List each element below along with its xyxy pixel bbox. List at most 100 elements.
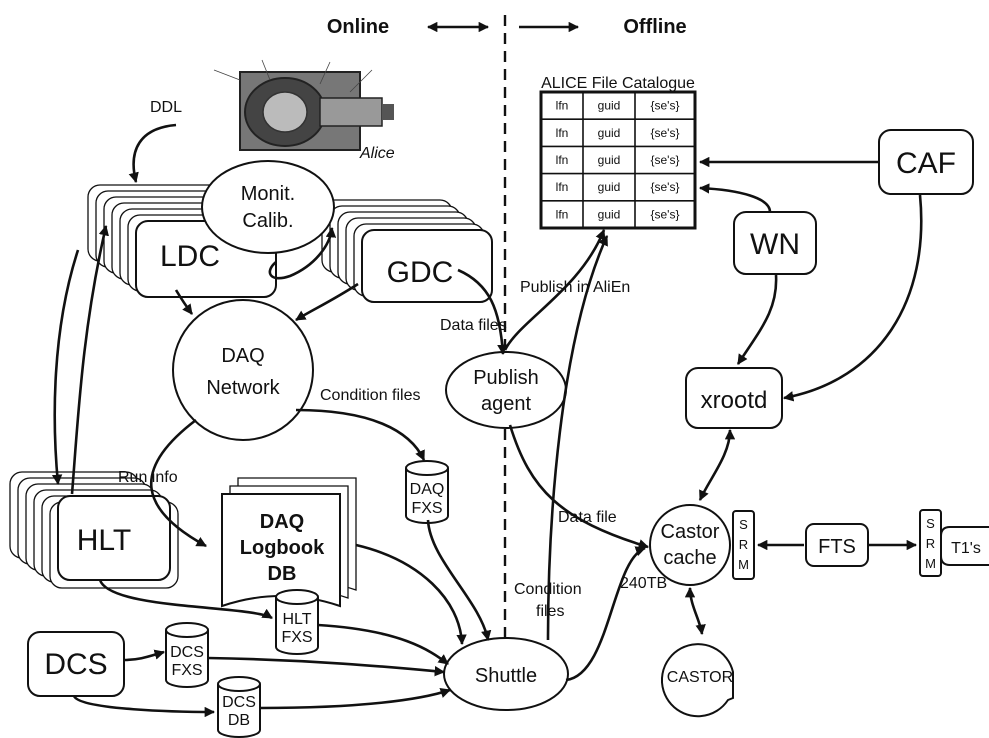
alice-logo-text: Alice — [359, 145, 395, 162]
online-label: Online — [327, 16, 389, 38]
ddl-label: DDL — [150, 99, 182, 116]
daq-network-line1: DAQ — [221, 345, 264, 367]
srm-box-left — [732, 510, 755, 580]
daq-logbook-line2: Logbook — [240, 537, 325, 559]
hlt-label: HLT — [77, 524, 131, 557]
edge-xrootd-castor-cache — [698, 428, 736, 501]
edge-castor-cache-castor — [684, 586, 706, 636]
gdc-stack — [321, 199, 493, 303]
catalogue-cell: lfn — [556, 207, 569, 221]
catalogue-cell: guid — [598, 126, 621, 140]
dcs-fxs-line1: DCS — [170, 644, 204, 661]
condition-files-2-line1: Condition — [514, 581, 582, 598]
xrootd-label: xrootd — [701, 387, 768, 414]
wn-node — [733, 211, 817, 275]
run-info-label: Run info — [118, 469, 178, 486]
srm-left-s: S — [739, 517, 748, 532]
edge-detector-ldc — [128, 123, 177, 184]
daq-logbook-db-stack — [221, 477, 357, 608]
publish-in-alien-label: Publish in AliEn — [520, 279, 630, 296]
dcs-label: DCS — [44, 648, 107, 681]
alice-file-catalogue: lfn guid {se's} lfn guid {se's} lfn guid {se's} l… — [539, 90, 697, 230]
t1-node — [940, 526, 989, 566]
edge-dcs-dcsdb — [72, 695, 216, 718]
ldc-label: LDC — [160, 240, 220, 273]
hlt-fxs-cylinder — [275, 589, 319, 655]
calib-label-text: Calib. — [242, 210, 293, 232]
hlt-stack — [9, 471, 179, 589]
castor-label: CASTOR — [667, 669, 733, 686]
catalogue-cell: guid — [598, 153, 621, 167]
data-files-label: Data files — [440, 317, 507, 334]
edge-daq-network-daqfxs — [295, 408, 426, 461]
gdc-label: GDC — [387, 256, 454, 289]
srm-right-s: S — [926, 516, 935, 531]
edge-ldc-daq-network — [174, 289, 194, 315]
edge-ldc-hlt — [51, 249, 80, 486]
monit-label: Monit. — [241, 183, 295, 205]
edge-shuttle-catalogue — [546, 235, 609, 641]
edge-logbook-shuttle — [355, 543, 467, 646]
edge-wn-xrootd — [736, 274, 778, 365]
catalogue-cell: {se's} — [651, 99, 680, 113]
catalogue-cell: {se's} — [651, 207, 680, 221]
castor-cache-line1: Castor — [661, 521, 720, 543]
dcs-fxs-cylinder — [165, 622, 209, 688]
srm-right-m: M — [925, 556, 936, 571]
fts-label: FTS — [818, 536, 856, 558]
publish-line2: agent — [481, 393, 531, 415]
condition-files-label: Condition files — [320, 387, 421, 404]
catalogue-cell: {se's} — [651, 126, 680, 140]
xrootd-node — [685, 367, 783, 429]
daq-logbook-line3: DB — [268, 563, 297, 585]
wn-label: WN — [750, 228, 800, 261]
srm-left-r: R — [739, 537, 748, 552]
edge-dcsfxs-shuttle — [207, 656, 446, 677]
condition-files-2-line2: files — [536, 603, 564, 620]
t1-label: T1's — [951, 540, 981, 557]
catalogue-cell: guid — [598, 99, 621, 113]
catalogue-cell: guid — [598, 180, 621, 194]
caf-label: CAF — [896, 147, 956, 180]
castor-cache-line2: cache — [663, 547, 716, 569]
catalogue-cell: guid — [598, 207, 621, 221]
edge-shuttle-castor-cache — [565, 546, 646, 682]
edge-wn-catalogue — [698, 183, 772, 213]
daq-fxs-cylinder — [405, 460, 449, 524]
dcs-fxs-line2: FXS — [171, 662, 202, 679]
daq-logbook-line1: DAQ — [260, 511, 304, 533]
daq-network-line2: Network — [206, 377, 280, 399]
catalogue-cell: lfn — [556, 180, 569, 194]
edge-gdc-publish — [457, 268, 508, 356]
edge-monit-gdc — [268, 226, 337, 280]
catalogue-cell: {se's} — [651, 180, 680, 194]
edge-publish-castor-cache — [508, 424, 649, 550]
catalogue-cell: {se's} — [651, 153, 680, 167]
edge-dcs-dcsfxs — [123, 649, 165, 662]
catalogue-cell: lfn — [556, 153, 569, 167]
castor-node — [660, 643, 734, 718]
edge-daq-network-logbook — [149, 418, 207, 548]
edge-dcsdb-shuttle — [259, 688, 451, 710]
capacity-label: 240TB — [620, 575, 667, 592]
edge-publish-catalogue — [503, 229, 606, 351]
edge-hlt-hltfxs — [98, 579, 273, 620]
dcs-db-cylinder — [217, 676, 261, 738]
catalogue-title: ALICE File Catalogue — [541, 75, 695, 92]
daq-fxs-line2: FXS — [411, 500, 442, 517]
offline-label: Offline — [623, 16, 686, 38]
daq-network-node — [172, 299, 314, 441]
publish-line1: Publish — [473, 367, 539, 389]
srm-right-r: R — [926, 536, 935, 551]
dcs-db-line1: DCS — [222, 694, 256, 711]
publish-agent-node — [445, 351, 567, 429]
edge-caf-xrootd — [782, 194, 923, 402]
catalogue-cell: lfn — [556, 99, 569, 113]
catalogue-cell: lfn — [556, 126, 569, 140]
dcs-node — [27, 631, 125, 697]
edge-daqfxs-shuttle — [426, 519, 492, 642]
castor-cache-node — [649, 504, 731, 586]
edge-gdc-daq-network — [295, 282, 359, 322]
